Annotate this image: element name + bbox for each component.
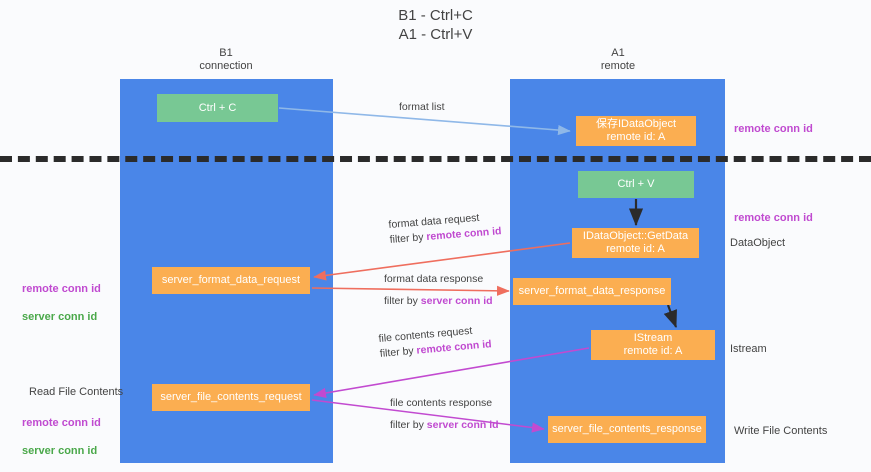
box-server-format-data-response[interactable]: server_format_data_response <box>513 278 671 305</box>
box-server-format-data-request[interactable]: server_format_data_request <box>152 267 310 294</box>
box-ctrl-c[interactable]: Ctrl + C <box>157 94 278 122</box>
note-remote-conn-id-mid: remote conn id <box>734 212 813 224</box>
filter-prefix: filter by <box>390 419 427 431</box>
filter-prefix: filter by <box>389 231 427 246</box>
box-save-idataobject[interactable]: 保存IDataObject remote id: A <box>576 116 696 146</box>
note-read-file-contents: Read File Contents <box>29 386 124 398</box>
arrow-response-to-istream <box>663 304 678 329</box>
label-format-data-response: format data response filter by server co… <box>384 272 493 309</box>
filter-prefix: filter by <box>379 344 418 360</box>
arrow-file-contents-response <box>311 399 545 433</box>
filter-prefix: filter by <box>384 295 421 307</box>
lane-header-a1: A1 remote <box>600 47 636 72</box>
label-format-data-response-line1: format data response <box>384 273 484 285</box>
label-format-list: format list <box>399 101 445 113</box>
label-format-data-response-line2: filter by server conn id <box>384 294 493 309</box>
arrow-file-contents-request <box>313 347 590 399</box>
note-remote-conn-id-top: remote conn id <box>734 123 813 135</box>
box-idataobject-getdata[interactable]: IDataObject::GetData remote id: A <box>572 228 699 258</box>
note-left-server-conn-id: server conn id <box>22 445 98 457</box>
lane-header-b1: B1 connection <box>199 47 253 72</box>
arrow-format-data-request <box>313 242 571 281</box>
filter-key-server-conn-id: server conn id <box>420 295 493 307</box>
label-file-contents-response-line2: filter by server conn id <box>390 418 499 433</box>
arrow-format-list <box>278 107 571 136</box>
page-title: B1 - Ctrl+C A1 - Ctrl+V <box>398 7 473 43</box>
filter-key-server-conn-id: server conn id <box>426 419 499 431</box>
note-left-conn-ids-bottom: remote conn id server conn id <box>22 402 101 472</box>
box-ctrl-v[interactable]: Ctrl + V <box>578 171 694 198</box>
box-istream[interactable]: IStream remote id: A <box>591 330 715 360</box>
box-server-file-contents-response[interactable]: server_file_contents_response <box>548 416 706 443</box>
label-file-contents-response: file contents response filter by server … <box>390 396 499 433</box>
note-left-conn-ids-top: remote conn id server conn id <box>22 268 101 338</box>
note-dataobject: DataObject <box>730 237 786 249</box>
note-left-remote-conn-id: remote conn id <box>22 417 101 429</box>
box-server-file-contents-request[interactable]: server_file_contents_request <box>152 384 310 411</box>
note-left-remote-conn-id: remote conn id <box>22 283 101 295</box>
note-write-file-contents: Write File Contents <box>734 425 828 437</box>
note-left-server-conn-id: server conn id <box>22 311 98 323</box>
label-file-contents-response-line1: file contents response <box>390 397 493 409</box>
arrow-format-data-response <box>311 285 510 296</box>
phase-divider <box>0 156 871 162</box>
note-istream: Istream <box>730 343 767 355</box>
